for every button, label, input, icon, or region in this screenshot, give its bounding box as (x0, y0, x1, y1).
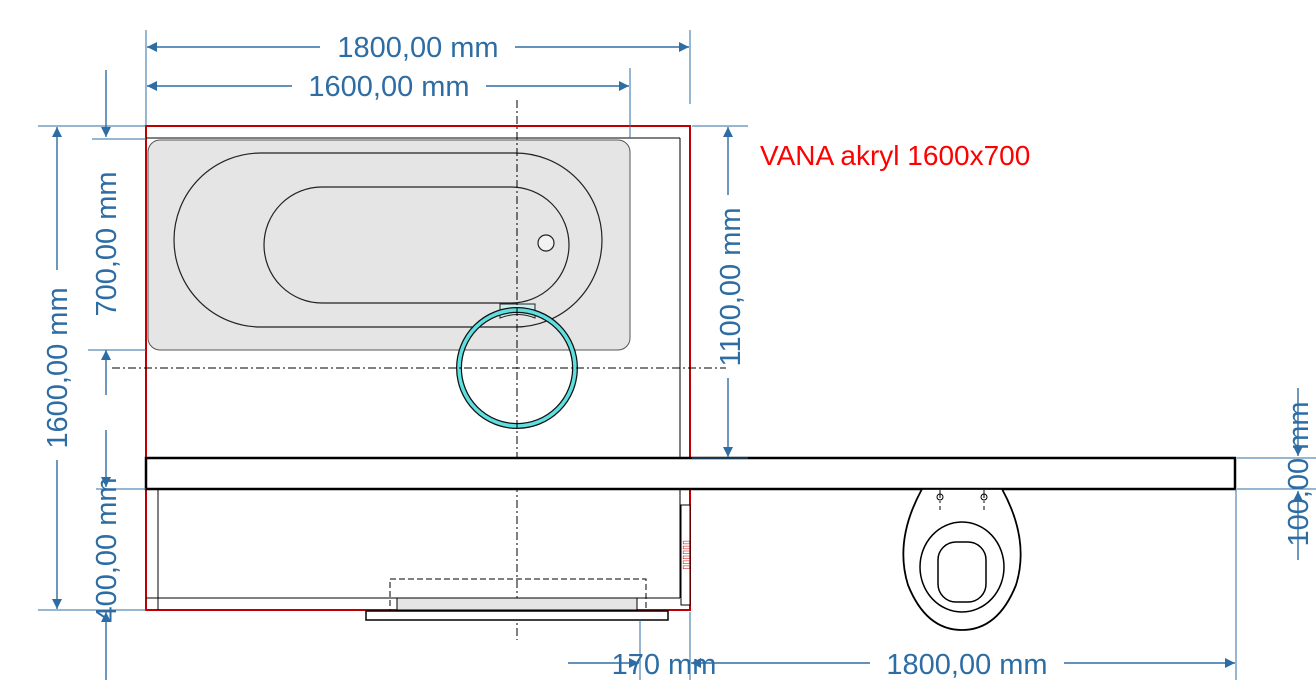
dimension-label: 700,00 mm (91, 171, 123, 316)
dimension-label: 1600,00 mm (308, 71, 469, 103)
dimension-label: 100,00 mm (1283, 401, 1315, 546)
dimension-top-inner: 1600,00 mm (147, 68, 631, 138)
drain-icon (537, 234, 555, 252)
dimension-top-outer: 1800,00 mm (145, 30, 691, 125)
dimension-label: 1600,00 mm (42, 287, 74, 448)
bathtub (147, 139, 631, 351)
dimension-left-tub: 700,00 mm (88, 70, 146, 395)
wall-pipe: ▯▯▯▯▯▯ (680, 504, 692, 606)
dimension-right-vertical: 1100,00 mm (692, 125, 748, 459)
dimension-bottom: 170 mm 1800,00 mm (568, 489, 1237, 681)
dimension-label: 1100,00 mm (715, 207, 747, 366)
dimension-left-total: 1600,00 mm (38, 125, 146, 611)
dimension-label: 400,00 mm (91, 477, 123, 622)
door (365, 578, 669, 621)
dimension-right-edge: 100,00 mm (1237, 388, 1316, 560)
dimension-left-lower: 400,00 mm (91, 430, 146, 680)
tub-label: VANA akryl 1600x700 (760, 140, 1030, 171)
dimension-label: 1800,00 mm (886, 649, 1047, 681)
dimension-label: 1800,00 mm (337, 32, 498, 64)
toilet-icon (902, 488, 1022, 631)
svg-text:▯▯▯▯▯▯: ▯▯▯▯▯▯ (682, 540, 692, 570)
dimension-label: 170 mm (612, 649, 717, 681)
counter-shelf (144, 456, 1237, 491)
